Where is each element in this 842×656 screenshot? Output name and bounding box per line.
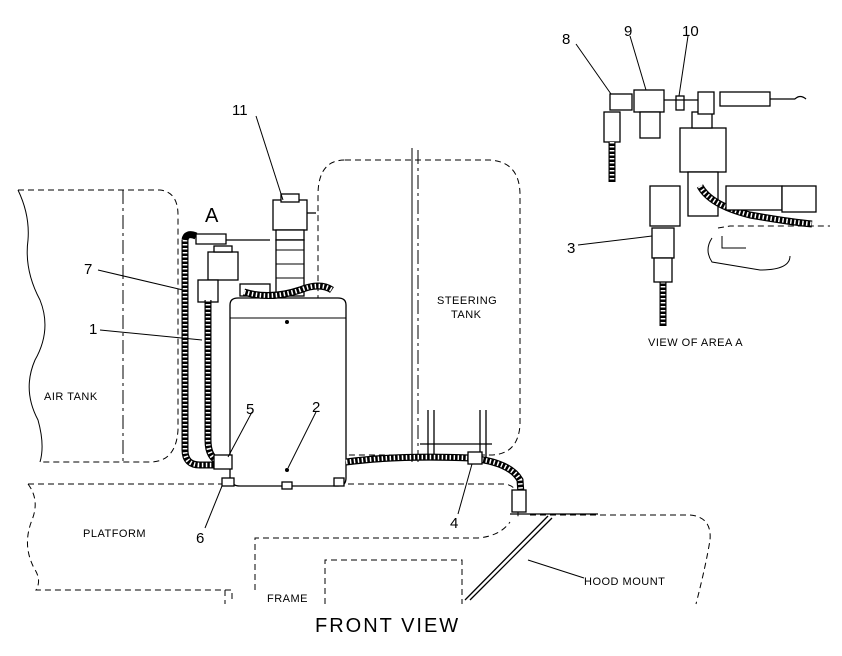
hoses (181, 231, 527, 513)
steering-tank-label-line2: TANK (451, 309, 482, 321)
callout-11: 11 (232, 102, 248, 119)
callout-8: 8 (562, 31, 570, 48)
callout-4: 4 (450, 515, 458, 532)
callout-10: 10 (682, 23, 699, 40)
view-of-area-label: VIEW OF AREA A (648, 337, 743, 349)
steering-tank (317, 148, 521, 462)
callout-numbers: 11 7 1 5 2 6 4 8 9 10 3 (84, 23, 699, 547)
hood-mount-label: HOOD MOUNT (584, 576, 665, 588)
reservoir-tank (221, 297, 347, 490)
callout-3: 3 (567, 240, 575, 257)
callout-2: 2 (312, 399, 320, 416)
area-marker: A (205, 205, 219, 227)
frame-outline (324, 513, 711, 605)
air-tank-label: AIR TANK (44, 391, 98, 403)
callout-5: 5 (246, 401, 254, 418)
platform (27, 483, 519, 604)
callout-9: 9 (624, 23, 632, 40)
frame-label: FRAME (267, 593, 308, 605)
callout-6: 6 (196, 530, 204, 547)
callout-7: 7 (84, 261, 92, 278)
leader-lines (97, 35, 689, 579)
platform-label: PLATFORM (83, 528, 146, 540)
callout-1: 1 (89, 321, 97, 338)
air-tank (17, 189, 179, 463)
steering-tank-label-line1: STEERING (437, 295, 497, 307)
front-view-title: FRONT VIEW (315, 615, 460, 637)
area-a-detail (603, 89, 830, 326)
text-labels: A AIR TANK STEERING TANK PLATFORM FRAME … (44, 205, 743, 637)
